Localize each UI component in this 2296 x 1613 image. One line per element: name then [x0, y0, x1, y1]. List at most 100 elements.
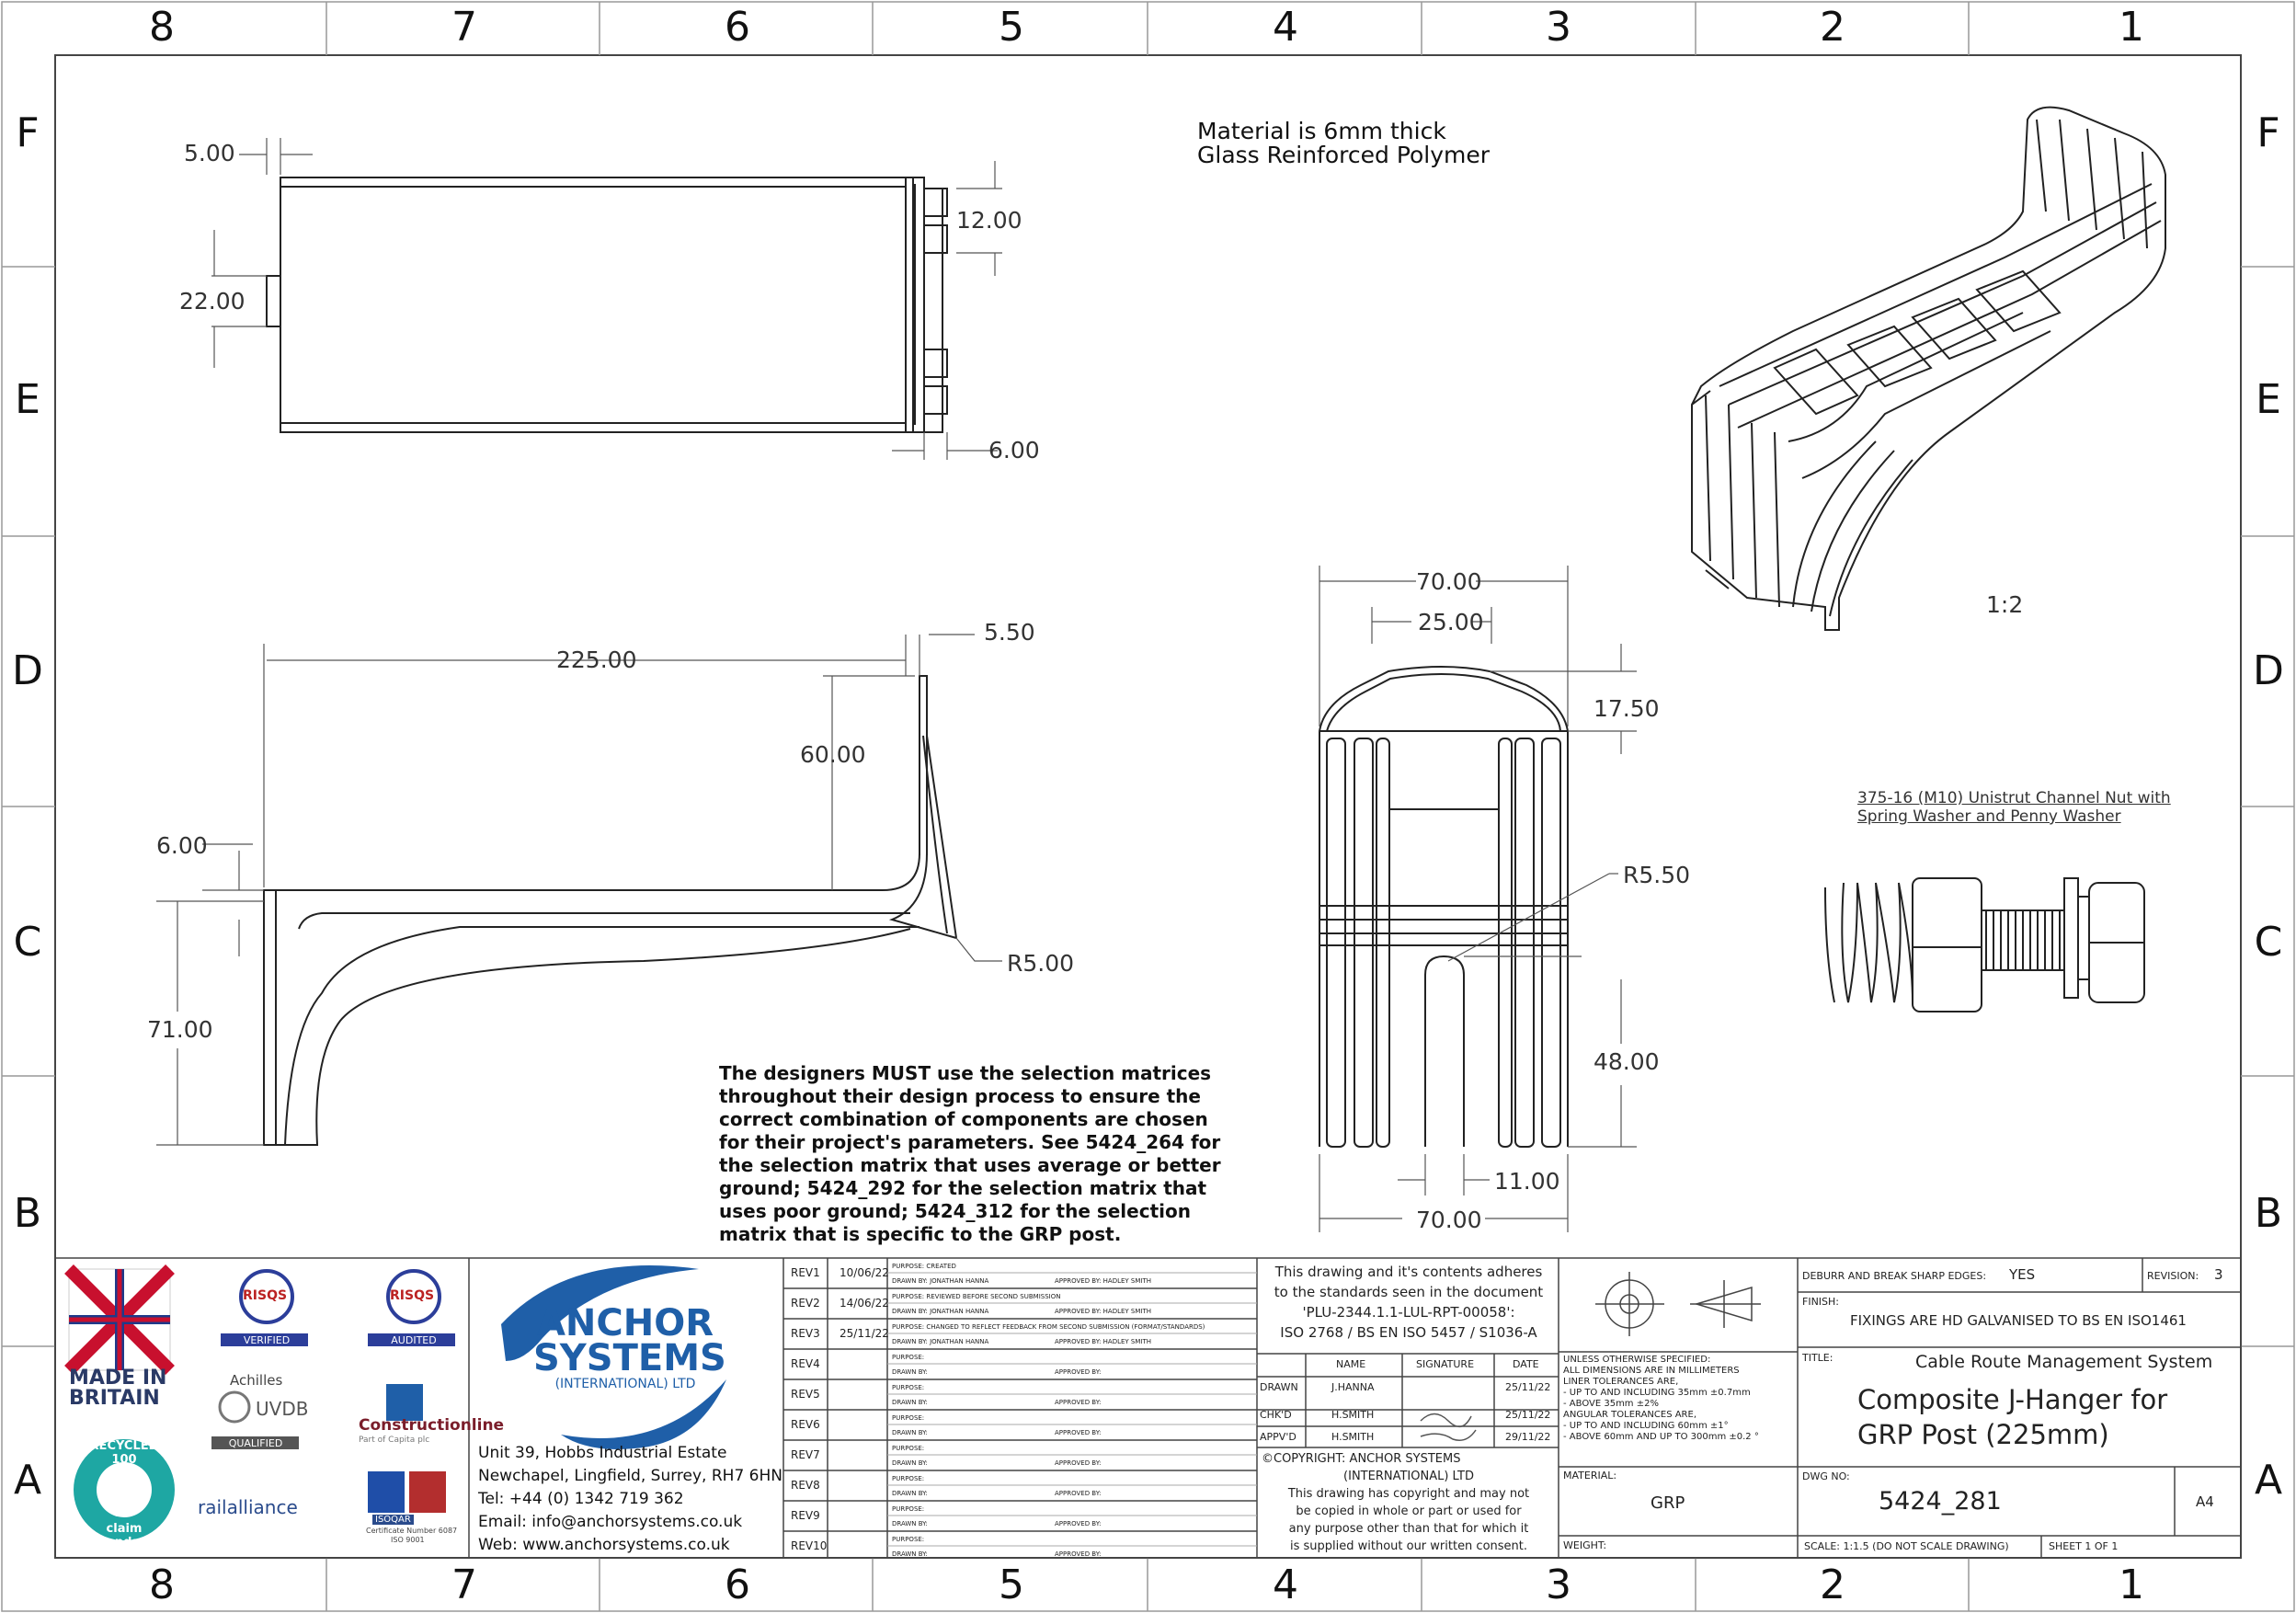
revision-drawn-by: DRAWN BY: JONATHAN HANNA — [892, 1277, 989, 1285]
paper-size: A4 — [2196, 1493, 2214, 1510]
standards-note: This drawing and it's contents adheres t… — [1262, 1262, 1556, 1343]
zone-col-6: 6 — [725, 4, 750, 51]
signoff-date-approved: 29/11/22 — [1505, 1431, 1551, 1443]
claim-standard-label: claim standard — [94, 1522, 154, 1550]
zone-col-5: 5 — [999, 4, 1024, 51]
zone-col-1-bottom: 1 — [2119, 1562, 2144, 1608]
dim-end-11: 11.00 — [1494, 1168, 1560, 1195]
zone-row-a-right: A — [2254, 1457, 2283, 1504]
made-in-line-2: BRITAIN — [69, 1387, 160, 1410]
revision-number: REV7 — [791, 1448, 820, 1461]
dim-side-5-5: 5.50 — [984, 619, 1035, 646]
revision-number: REV8 — [791, 1479, 820, 1492]
zone-col-8: 8 — [149, 4, 175, 51]
title-block-grid — [54, 1257, 2242, 1559]
risqs-verified-mark: RISQS — [243, 1288, 288, 1303]
tolerance-line-2: ALL DIMENSIONS ARE IN MILLIMETERS — [1563, 1366, 1740, 1376]
iso-scale-label: 1:2 — [1986, 591, 2024, 618]
zone-row-a: A — [13, 1457, 42, 1504]
finish-label: FINISH: — [1802, 1296, 1840, 1308]
revision-date: 10/06/22 — [840, 1266, 889, 1279]
revision-date: 14/06/22 — [840, 1297, 889, 1310]
material-label: MATERIAL: — [1563, 1470, 1617, 1481]
tolerance-line-3: LINER TOLERANCES ARE, — [1563, 1377, 1679, 1387]
revision-drawn-by: DRAWN BY: — [892, 1459, 928, 1467]
signoff-header-date: DATE — [1513, 1358, 1539, 1370]
tolerance-line-1: UNLESS OTHERWISE SPECIFIED: — [1563, 1355, 1711, 1365]
revision-number: REV4 — [791, 1357, 820, 1370]
revision-purpose: PURPOSE: — [892, 1414, 925, 1422]
address-line-1: Unit 39, Hobbs Industrial Estate — [478, 1444, 727, 1462]
iso-view — [1691, 106, 2166, 631]
company-address: Unit 39, Hobbs Industrial Estate Newchap… — [478, 1442, 782, 1557]
revision-approved-by: APPROVED BY: HADLEY SMITH — [1055, 1308, 1152, 1315]
revision-approved-by: APPROVED BY: — [1055, 1429, 1102, 1436]
company-logo: ANCHOR SYSTEMS (INTERNATIONAL) LTD — [533, 1305, 726, 1392]
zone-col-4: 4 — [1273, 4, 1298, 51]
signoff-date-drawn: 25/11/22 — [1505, 1381, 1551, 1393]
material-note-line-2: Glass Reinforced Polymer — [1197, 142, 1491, 168]
zone-row-d: D — [12, 647, 43, 694]
signoff-role-approved: APPV'D — [1260, 1431, 1296, 1443]
revision-approved-by: APPROVED BY: — [1055, 1490, 1102, 1497]
zone-row-b: B — [13, 1190, 42, 1237]
dim-side-225: 225.00 — [556, 646, 637, 673]
revision-purpose: PURPOSE: — [892, 1384, 925, 1391]
revision-purpose: PURPOSE: — [892, 1354, 925, 1361]
dim-top-22: 22.00 — [179, 288, 246, 315]
revision-purpose: PURPOSE: — [892, 1505, 925, 1513]
tolerance-notes: UNLESS OTHERWISE SPECIFIED: ALL DIMENSIO… — [1563, 1355, 1759, 1443]
zone-col-7: 7 — [451, 4, 477, 51]
copyright-line-5: any purpose other than that for which it — [1288, 1522, 1529, 1536]
zone-col-8-bottom: 8 — [149, 1562, 175, 1608]
dwg-no-value: 5424_281 — [1879, 1487, 2002, 1516]
revision-purpose: PURPOSE: CHANGED TO REFLECT FEEDBACK FRO… — [892, 1323, 1205, 1331]
capita-label: Part of Capita plc — [359, 1436, 430, 1445]
dim-end-25: 25.00 — [1418, 609, 1484, 635]
revision-date: 25/11/22 — [840, 1327, 889, 1340]
revision-drawn-by: DRAWN BY: JONATHAN HANNA — [892, 1308, 989, 1315]
top-view — [211, 138, 1002, 460]
dim-end-70-bottom: 70.00 — [1416, 1207, 1482, 1233]
zone-row-b-right: B — [2254, 1190, 2283, 1237]
title-system: Cable Route Management System — [1915, 1352, 2213, 1372]
dim-side-6: 6.00 — [156, 832, 208, 859]
weight-label: WEIGHT: — [1563, 1539, 1607, 1551]
zone-col-1: 1 — [2119, 4, 2144, 51]
revision-approved-by: APPROVED BY: — [1055, 1520, 1102, 1527]
revision-drawn-by: DRAWN BY: — [892, 1520, 928, 1527]
dim-top-6: 6.00 — [988, 437, 1040, 463]
revision-purpose: PURPOSE: REVIEWED BEFORE SECOND SUBMISSI… — [892, 1293, 1061, 1300]
dim-side-71: 71.00 — [147, 1016, 213, 1043]
zone-col-6-bottom: 6 — [725, 1562, 750, 1608]
recycled-label: RECYCLED 100 — [89, 1439, 159, 1467]
fixing-label: 375-16 (M10) Unistrut Channel Nut with S… — [1857, 789, 2171, 826]
material-value: GRP — [1651, 1493, 1685, 1513]
finish-value: FIXINGS ARE HD GALVANISED TO BS EN ISO14… — [1850, 1312, 2187, 1329]
logo-graphics — [64, 1264, 1477, 1540]
tolerance-line-4: - UP TO AND INCLUDING 35mm ±0.7mm — [1563, 1388, 1751, 1398]
uvdb-label: UVDB — [256, 1398, 309, 1420]
zone-col-3: 3 — [1546, 4, 1571, 51]
dim-end-r5-5: R5.50 — [1623, 862, 1691, 888]
company-name-2: SYSTEMS — [533, 1337, 726, 1379]
made-in-line-1: MADE IN — [69, 1367, 167, 1390]
copyright-line-3: This drawing has copyright and may not — [1287, 1487, 1530, 1501]
copyright-line-2: (INTERNATIONAL) LTD — [1343, 1470, 1474, 1483]
tolerance-line-7: - UP TO AND INCLUDING 60mm ±1° — [1563, 1421, 1729, 1431]
title-line-2: GRP Post (225mm) — [1857, 1419, 2109, 1450]
achilles-label: Achilles — [230, 1372, 283, 1389]
side-view — [156, 634, 1002, 1146]
made-in-britain-logo: MADE IN BRITAIN — [69, 1368, 166, 1409]
deburr-value: YES — [2009, 1266, 2036, 1283]
revision-number: REV9 — [791, 1509, 820, 1522]
signoff-header-signature: SIGNATURE — [1416, 1358, 1475, 1370]
revision-purpose: PURPOSE: CREATED — [892, 1263, 956, 1270]
revision-number: REV6 — [791, 1418, 820, 1431]
end-view — [1319, 566, 1637, 1232]
zone-col-2: 2 — [1820, 4, 1845, 51]
copyright-line-6: is supplied without our written consent. — [1289, 1539, 1528, 1553]
revision-drawn-by: DRAWN BY: — [892, 1429, 928, 1436]
revision-purpose: PURPOSE: — [892, 1475, 925, 1482]
